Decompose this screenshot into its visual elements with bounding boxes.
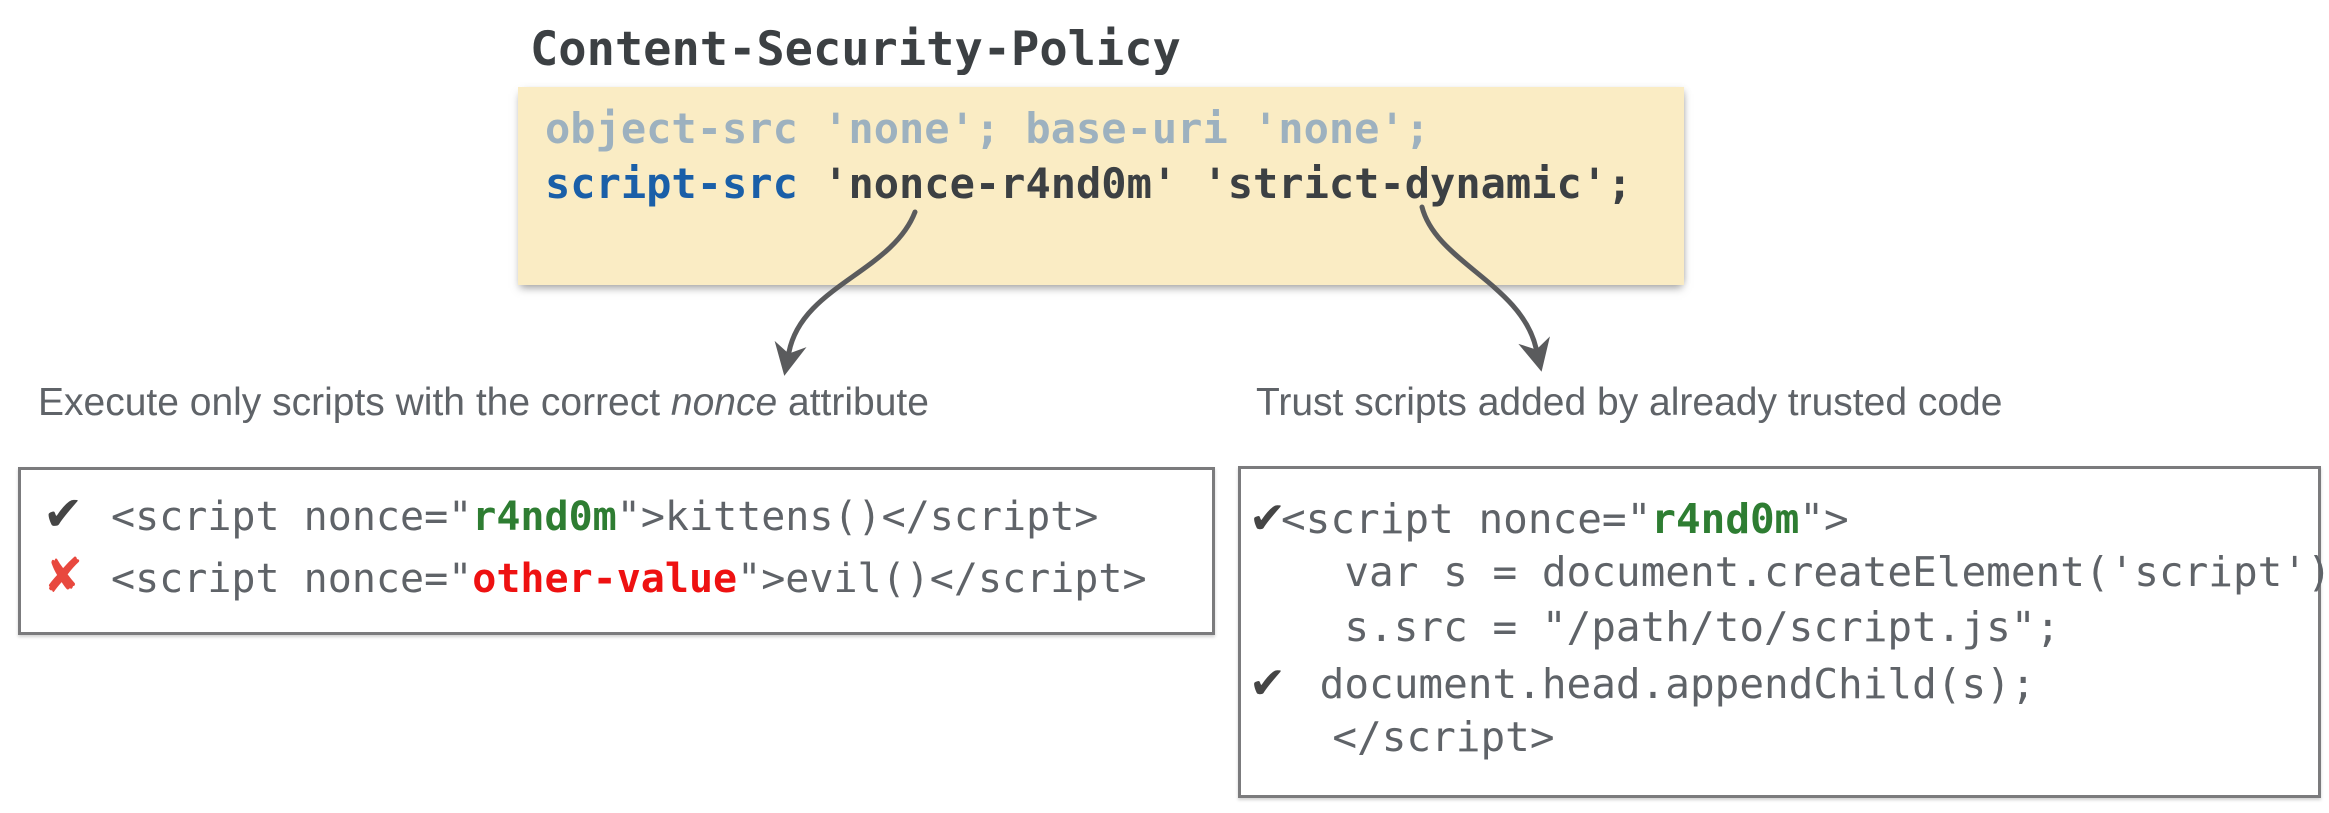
nonce-explanation-label: Execute only scripts with the correct no… (38, 379, 929, 427)
script-close-tag-code: </script> (1283, 713, 1555, 761)
code-post: ">kittens()</script> (616, 494, 1099, 540)
csp-policy-box: object-src 'none'; base-uri 'none'; scri… (518, 87, 1684, 285)
code-pre: <script nonce=" (111, 556, 473, 602)
page-title: Content-Security-Policy (530, 22, 1181, 77)
create-element-row: var s = document.createElement('script') (1249, 548, 2329, 603)
script-src-directive: script-src (545, 159, 798, 208)
append-child-code: document.head.appendChild(s); (1295, 660, 2036, 708)
trusted-script-open-row: ✔ <script nonce="r4nd0m"> (1249, 493, 2318, 548)
nonce-emphasis: nonce (670, 381, 778, 424)
blocked-script-code: <script nonce="other-value">evil()</scri… (111, 556, 1147, 602)
cross-icon: ✘ (43, 548, 84, 604)
append-child-row: ✔ document.head.appendChild(s); (1249, 658, 2318, 713)
strict-dynamic-example-box: ✔ <script nonce="r4nd0m"> var s = docume… (1238, 466, 2329, 798)
policy-line-object-src-base-uri: object-src 'none'; base-uri 'none'; (545, 104, 1431, 153)
nonce-explanation-text-after: attribute (777, 381, 929, 424)
code-pre: <script nonce=" (111, 494, 473, 540)
strict-dynamic-explanation-label: Trust scripts added by already trusted c… (1256, 381, 2003, 424)
policy-line-script-src: script-src 'nonce-r4nd0m' 'strict-dynami… (545, 156, 1684, 211)
code-post: ">evil()</script> (737, 556, 1147, 602)
blocked-script-row: ✘ <script nonce="other-value">evil()</sc… (43, 548, 1212, 610)
script-src-values: 'nonce-r4nd0m' 'strict-dynamic'; (797, 159, 1633, 208)
allowed-script-row: ✔ <script nonce="r4nd0m">kittens()</scri… (43, 486, 1212, 548)
checkmark-icon: ✔ (43, 486, 84, 542)
script-open-tag-code: <script nonce="r4nd0m"> (1281, 495, 1849, 543)
code-post: "> (1799, 495, 1849, 543)
valid-nonce-value: r4nd0m (1651, 495, 1800, 543)
checkmark-icon: ✔ (1249, 658, 1286, 709)
set-src-row: s.src = "/path/to/script.js"; (1249, 603, 2318, 658)
nonce-example-box: ✔ <script nonce="r4nd0m">kittens()</scri… (18, 467, 1215, 635)
script-close-row: </script> (1249, 713, 2318, 768)
checkmark-icon: ✔ (1249, 493, 1286, 544)
valid-nonce-value: r4nd0m (472, 494, 617, 540)
nonce-explanation-text-before: Execute only scripts with the correct (38, 381, 671, 424)
set-src-code: s.src = "/path/to/script.js"; (1295, 603, 2061, 651)
create-element-code: var s = document.createElement('script') (1295, 548, 2329, 596)
code-pre: <script nonce=" (1281, 495, 1652, 543)
invalid-nonce-value: other-value (472, 556, 738, 602)
allowed-script-code: <script nonce="r4nd0m">kittens()</script… (111, 494, 1098, 540)
